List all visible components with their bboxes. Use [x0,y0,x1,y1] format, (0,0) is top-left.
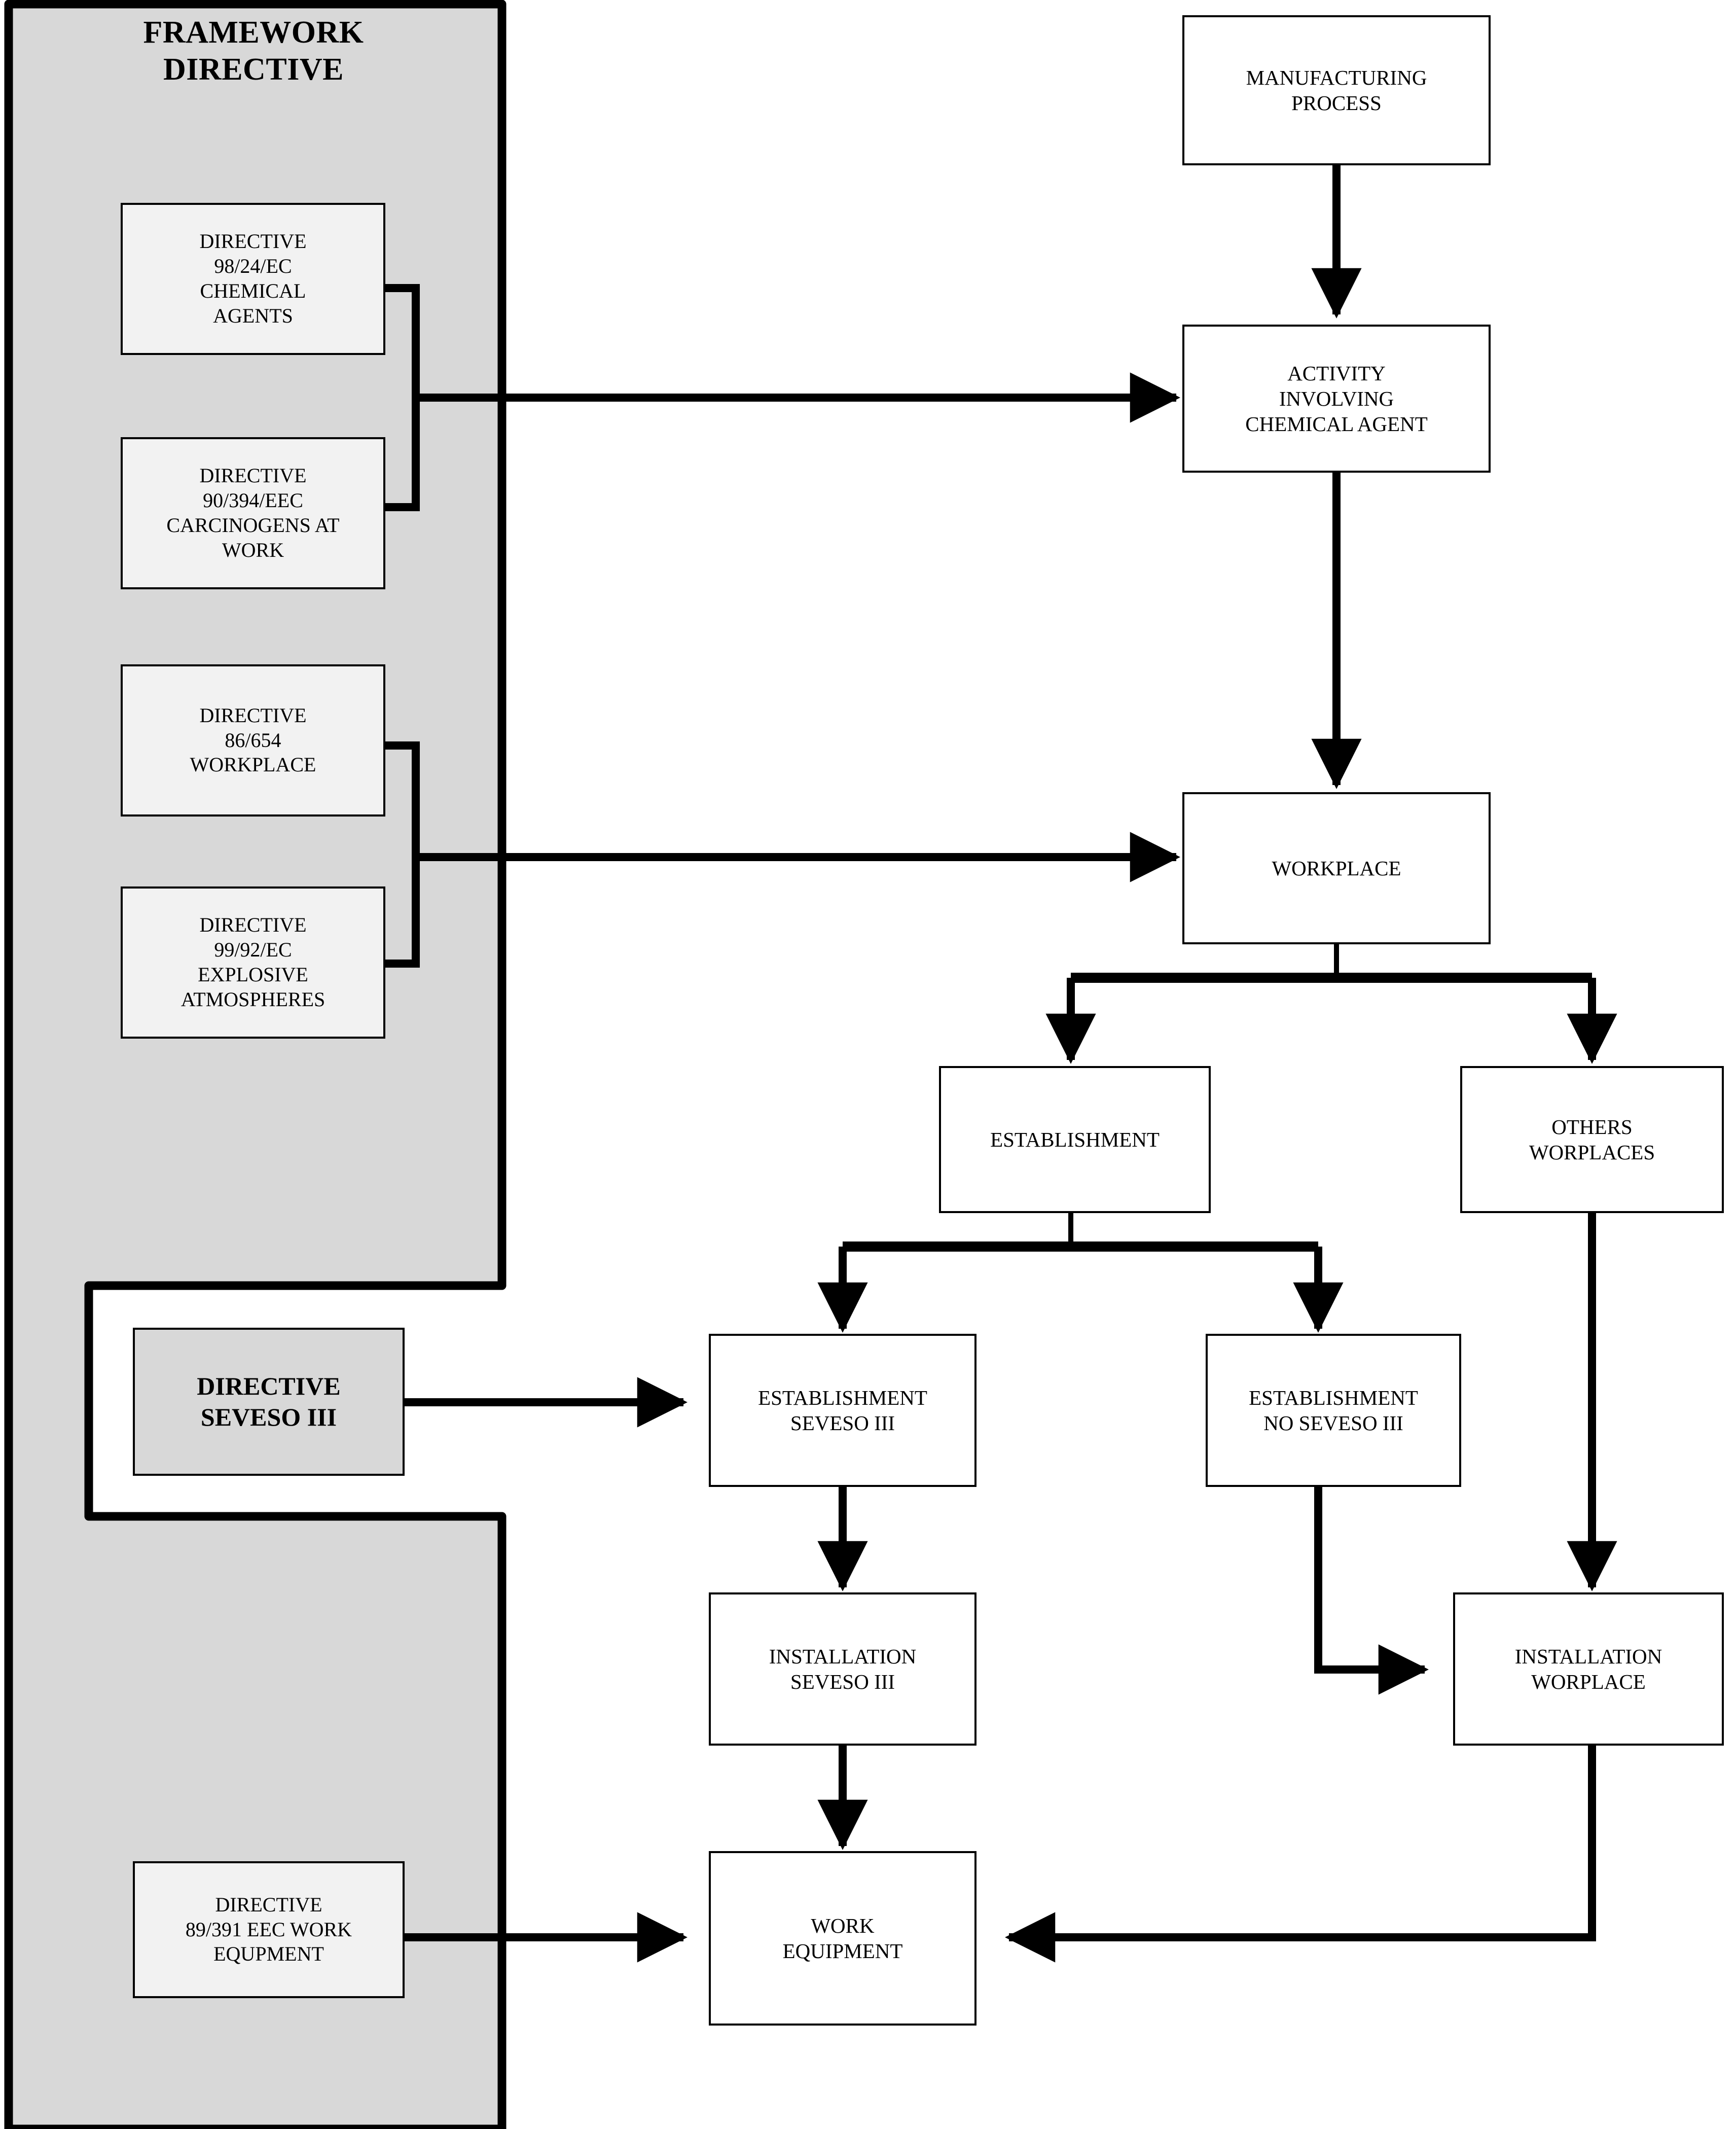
panel-title-line-1: FRAMEWORK [143,15,364,50]
directive-line: DIRECTIVE [199,230,307,253]
directive-line: DIRECTIVE [199,913,307,937]
flow-line: WORK [811,1913,875,1937]
flow-line: ESTABLISHMENT [990,1127,1160,1151]
directive-line: DIRECTIVE [199,703,307,727]
flow-line: PROCESS [1291,91,1382,115]
directive-line: 98/24/EC [214,255,292,278]
directive-box-98-24-ec[interactable]: DIRECTIVE 98/24/EC CHEMICAL AGENTS [121,203,385,355]
flow-line: ACTIVITY [1287,361,1386,385]
flow-box-establishment-seveso-iii[interactable]: ESTABLISHMENT SEVESO III [709,1334,976,1487]
directive-line: ATMOSPHERES [180,987,326,1011]
directive-box-86-654-workplace[interactable]: DIRECTIVE 86/654 WORKPLACE [121,664,385,817]
flow-line: INSTALLATION [769,1644,917,1668]
directive-line: WORKPLACE [190,753,316,776]
flow-box-work-equipment[interactable]: WORK EQUIPMENT [709,1851,976,2026]
directive-line: DIRECTIVE [197,1372,341,1400]
directive-line: SEVESO III [200,1403,337,1431]
flow-line: NO SEVESO III [1263,1411,1403,1435]
directive-line: EXPLOSIVE [198,963,308,986]
directive-line: 86/654 [225,728,281,752]
flow-line: INSTALLATION [1514,1644,1662,1668]
flow-line: INVOLVING [1279,386,1394,410]
directive-box-99-92-ec[interactable]: DIRECTIVE 99/92/EC EXPLOSIVE ATMOSPHERES [121,886,385,1039]
flow-box-establishment-no-seveso-iii[interactable]: ESTABLISHMENT NO SEVESO III [1206,1334,1461,1487]
directive-line: 99/92/EC [214,938,292,962]
panel-title-line-2: DIRECTIVE [163,52,344,87]
flow-line: CHEMICAL AGENT [1245,412,1428,436]
flow-line: WORPLACE [1531,1670,1646,1693]
flow-box-installation-seveso-iii[interactable]: INSTALLATION SEVESO III [709,1592,976,1746]
directive-line: 90/394/EEC [203,489,303,512]
flow-line: ESTABLISHMENT [758,1386,927,1409]
flow-box-manufacturing-process[interactable]: MANUFACTURING PROCESS [1182,15,1491,165]
directive-line: CHEMICAL [200,279,306,302]
directive-line: DIRECTIVE [215,1893,322,1916]
flow-line: OTHERS [1551,1115,1633,1139]
flow-box-establishment[interactable]: ESTABLISHMENT [939,1066,1211,1213]
flow-box-others-worplaces[interactable]: OTHERS WORPLACES [1460,1066,1724,1213]
flow-box-installation-worplace[interactable]: INSTALLATION WORPLACE [1453,1592,1724,1746]
flow-box-workplace[interactable]: WORKPLACE [1182,792,1491,944]
panel-title: FRAMEWORK DIRECTIVE [61,14,446,88]
directive-box-89-391-eec-work-equipment[interactable]: DIRECTIVE 89/391 EEC WORK EQUPMENT [133,1861,405,1998]
directive-line: DIRECTIVE [199,464,307,487]
flow-line: WORKPLACE [1272,856,1401,880]
directive-line: CARCINOGENS AT [166,514,340,537]
directive-line: WORK [222,538,284,561]
directive-line: 89/391 EEC WORK [185,1918,352,1941]
flow-line: WORPLACES [1529,1141,1655,1164]
flow-box-activity-involving-chemical-agent[interactable]: ACTIVITY INVOLVING CHEMICAL AGENT [1182,325,1491,473]
flow-line: SEVESO III [790,1670,895,1693]
flow-line: ESTABLISHMENT [1249,1386,1418,1409]
flow-line: SEVESO III [790,1411,895,1435]
directive-line: AGENTS [213,304,293,327]
flow-line: EQUIPMENT [782,1939,903,1963]
directive-box-90-394-eec[interactable]: DIRECTIVE 90/394/EEC CARCINOGENS AT WORK [121,437,385,589]
directive-line: EQUPMENT [213,1942,324,1966]
flow-line: MANUFACTURING [1246,65,1427,89]
directive-box-seveso-iii[interactable]: DIRECTIVE SEVESO III [133,1328,405,1476]
